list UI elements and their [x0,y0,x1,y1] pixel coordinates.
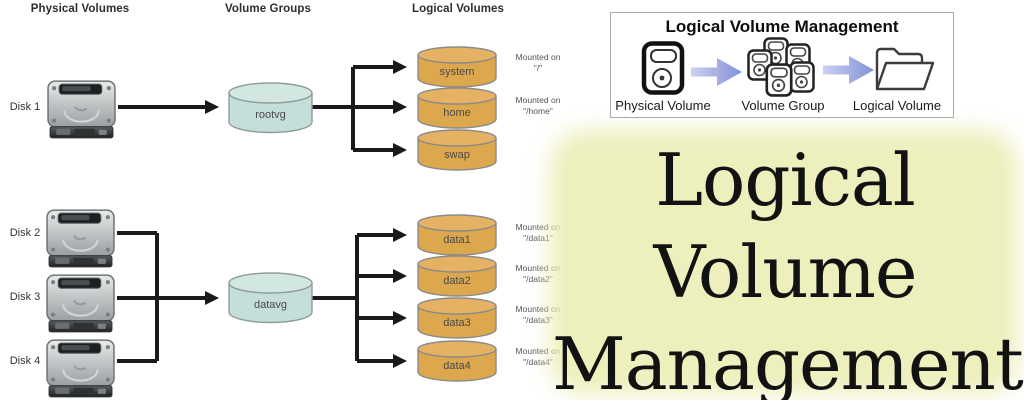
volume-group-datavg: datavg [228,272,313,324]
logical-volume-data3: data3 [417,297,497,339]
column-header-physical-volumes: Physical Volumes [30,3,130,15]
poster-background [550,130,1018,394]
mount-label-data3: Mounted on "/data3" [500,304,576,326]
logical-volume-data1: data1 [417,214,497,256]
volume-label: data4 [443,360,471,372]
mount-path: "/" [533,63,543,73]
legend-title: Logical Volume Management [665,17,899,36]
legend-label-physical-volume: Physical Volume [615,98,711,113]
logical-volume-home: home [417,87,497,129]
volume-group-icon [747,37,815,97]
poster-title: Logical Volume Management [552,134,1024,400]
disk-3-label: Disk 3 [9,291,41,303]
logical-volume-data4: data4 [417,340,497,382]
disk-2-icon [45,209,116,273]
disk-2-label: Disk 2 [9,227,41,239]
mount-text: Mounted on [515,263,561,273]
mount-text: Mounted on [515,95,561,105]
mount-text: Mounted on [515,222,561,232]
disk-3-icon [45,274,116,338]
disk-1-icon [46,80,117,144]
mount-label-data1: Mounted on "/data1" [500,222,576,244]
volume-label: data2 [443,275,471,287]
physical-volume-icon [641,41,685,95]
disk-4-icon [45,339,116,400]
logical-volume-data2: data2 [417,255,497,297]
volume-group-rootvg: rootvg [228,82,313,134]
volume-label: system [439,66,475,78]
lvm-legend-box: Logical Volume Management [610,12,954,118]
mount-text: Mounted on [515,346,561,356]
mount-label-system: Mounted on "/" [500,52,576,74]
mount-path: "/data4" [523,357,553,367]
disk-1-label: Disk 1 [9,101,41,113]
column-header-logical-volumes: Logical Volumes [411,3,505,15]
mount-label-home: Mounted on "/home" [500,95,576,117]
mount-path: "/data2" [523,274,553,284]
logical-volume-folder-icon [875,47,935,91]
disk-4-label: Disk 4 [9,355,41,367]
volume-group-label: rootvg [255,109,286,121]
volume-label: home [443,107,471,119]
arrow-right-icon [691,57,743,87]
volume-label: data1 [443,234,471,246]
volume-label: swap [444,149,470,161]
arrow-right-icon [823,55,875,85]
mount-label-data4: Mounted on "/data4" [500,346,576,368]
volume-group-label: datavg [253,299,288,311]
mount-path: "/data1" [523,233,553,243]
mount-text: Mounted on [515,304,561,314]
mount-path: "/data3" [523,315,553,325]
mount-path: "/home" [523,106,553,116]
column-header-volume-groups: Volume Groups [224,3,312,15]
mount-text: Mounted on [515,52,561,62]
mount-label-data2: Mounted on "/data2" [500,263,576,285]
poster-line-1: Logical [655,138,916,222]
volume-label: data3 [443,317,471,329]
logical-volume-swap: swap [417,129,497,171]
poster-line-3: Management [552,322,1024,400]
logical-volume-system: system [417,46,497,88]
legend-label-volume-group: Volume Group [741,98,825,113]
poster-line-2: Volume [653,230,917,314]
legend-label-logical-volume: Logical Volume [852,98,942,113]
